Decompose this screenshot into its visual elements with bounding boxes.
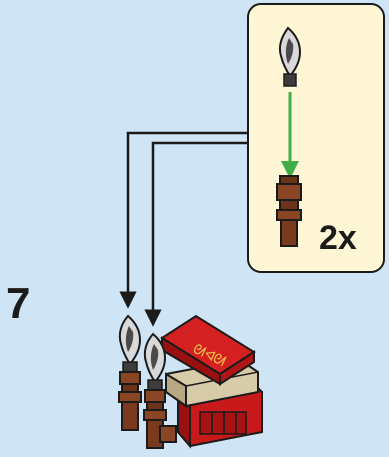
step-number: 7 xyxy=(6,279,31,328)
torch-handle-icon xyxy=(276,175,302,247)
model-torch-back xyxy=(118,314,142,431)
parts-callout: 2x xyxy=(247,3,385,273)
quantity-label: 2x xyxy=(319,219,357,257)
chest-model-icon: ᘛᐊᘛ xyxy=(118,314,263,449)
connector-arrows xyxy=(119,131,247,327)
model-torch-front xyxy=(143,332,177,449)
flame-piece-icon xyxy=(278,26,302,87)
